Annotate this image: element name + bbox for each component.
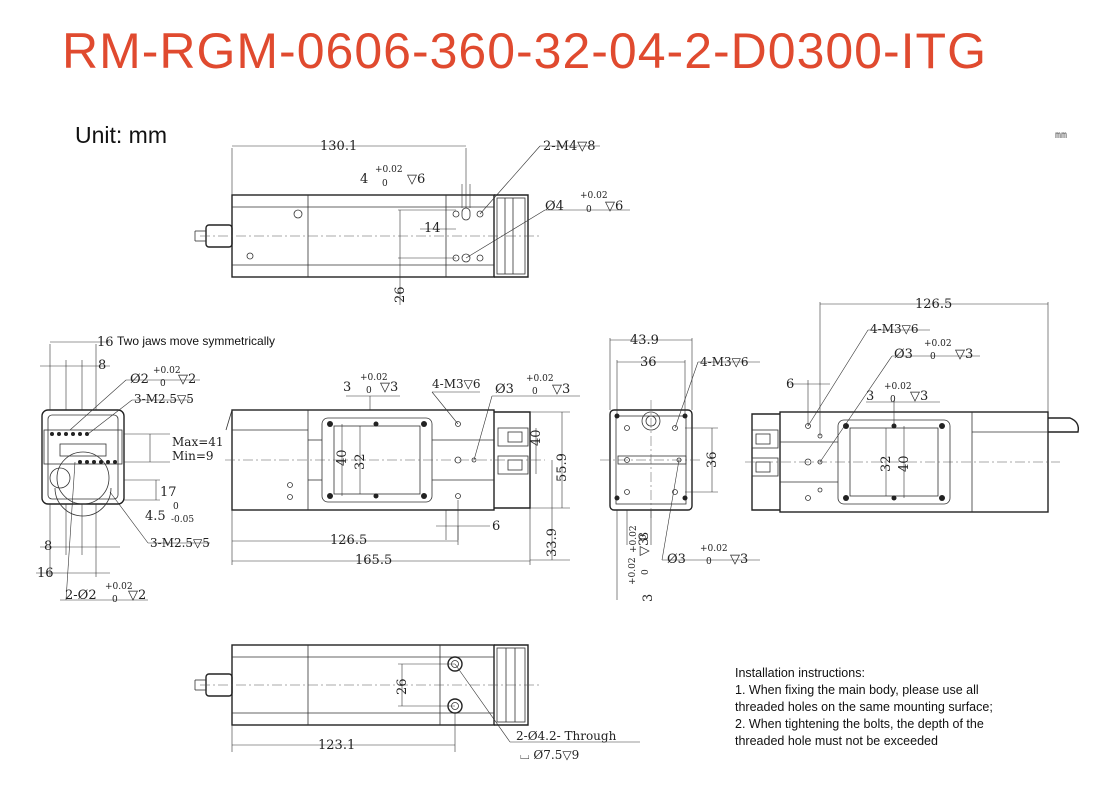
end-dim-3-tol-low: 0 — [641, 569, 651, 575]
top-pin-depth: ▽6 — [407, 172, 425, 187]
front-dim-126-5: 126.5 — [330, 533, 367, 548]
right-dim-6: 6 — [786, 377, 794, 392]
side-dim-4-5: 4.5 — [145, 509, 166, 524]
jaws-note: Two jaws move symmetrically — [117, 334, 276, 348]
side-dim-16-b: 16 — [37, 566, 54, 581]
front-slot-tol: +0.02 — [360, 373, 388, 383]
front-dim-6: 6 — [492, 519, 500, 534]
front-thread-dim: 4-M3▽6 — [432, 377, 480, 391]
front-bore-tol-low: 0 — [532, 387, 538, 397]
front-slot-depth: ▽3 — [380, 380, 398, 395]
bottom-height-dim: 26 — [395, 678, 410, 695]
front-bore-dim: Ø3 — [495, 382, 514, 397]
corner-unit-mark: mm — [1055, 130, 1068, 141]
front-slot-tol-low: 0 — [366, 386, 372, 396]
top-bore-depth: ▽6 — [605, 199, 623, 214]
top-pin-tol-low: 0 — [382, 179, 388, 189]
side-pin-b-depth: ▽2 — [128, 588, 146, 603]
front-bore-tol: +0.02 — [526, 374, 554, 384]
side-view: 16 8 Ø2 +0.02 0 ▽2 3-M2.5▽5 Max=41 Min=9… — [36, 335, 224, 605]
front-dim-40: 40 — [335, 449, 350, 466]
right-bore-tol-low: 0 — [930, 352, 936, 362]
side-stroke-max: Max=41 — [172, 435, 224, 449]
front-dim-40-r: 40 — [529, 429, 544, 446]
side-pin-tol-low: 0 — [160, 379, 166, 389]
end-bore-dim: Ø3 — [667, 552, 686, 567]
side-dim-8: 8 — [98, 358, 106, 373]
right-bore-depth: ▽3 — [955, 347, 973, 362]
installation-line: 2. When tightening the bolts, the depth … — [735, 717, 984, 731]
right-bore-tol: +0.02 — [924, 339, 952, 349]
end-slot-dim: 3 — [637, 532, 652, 540]
front-view: 3 +0.02 0 ▽3 4-M3▽6 Ø3 +0.02 0 ▽3 40 32 … — [225, 373, 580, 568]
bottom-counterbore-dim: ⌴ Ø7.5▽9 — [520, 748, 579, 762]
front-dim-33-9: 33.9 — [545, 528, 560, 557]
right-slot-tol-low: 0 — [890, 395, 896, 405]
side-thread-bottom: 3-M2.5▽5 — [150, 536, 210, 550]
installation-instructions: Installation instructions: 1. When fixin… — [735, 665, 1035, 750]
installation-line: threaded hole must not be exceeded — [735, 734, 938, 748]
right-slot-dim: 3 — [866, 389, 874, 404]
end-thread-dim: 4-M3▽6 — [700, 355, 748, 369]
top-length-dim: 130.1 — [320, 139, 357, 154]
right-dim-32: 32 — [879, 455, 894, 472]
end-bore-depth: ▽3 — [730, 552, 748, 567]
side-pin-b-dim: 2-Ø2 — [65, 588, 97, 603]
top-bore-tol: +0.02 — [580, 191, 608, 201]
top-pin-hole-dim: 4 — [360, 172, 368, 187]
side-pin-tol: +0.02 — [153, 366, 181, 376]
side-dim-4-5-tol-low: -0.05 — [171, 515, 194, 525]
end-bore-tol-low: 0 — [706, 557, 712, 567]
top-thread-dim: 2-M4▽8 — [543, 139, 596, 154]
side-dim-16: 16 — [97, 335, 114, 350]
page-title: RM-RGM-0606-360-32-04-2-D0300-ITG — [62, 23, 987, 79]
end-slot-depth: ▽3 — [637, 538, 652, 556]
side-thread-top: 3-M2.5▽5 — [134, 392, 194, 406]
end-slot-tol-low: 0 — [639, 534, 649, 540]
bottom-length-dim: 123.1 — [318, 738, 355, 753]
right-bore-dim: Ø3 — [894, 347, 913, 362]
side-pin-b-tol: +0.02 — [105, 582, 133, 592]
right-slot-depth: ▽3 — [910, 389, 928, 404]
side-pin-dim: Ø2 — [130, 372, 149, 387]
end-width-dim: 43.9 — [630, 333, 659, 348]
installation-line: 1. When fixing the main body, please use… — [735, 683, 979, 697]
top-height-dim: 26 — [393, 286, 408, 303]
unit-label: Unit: mm — [75, 122, 167, 148]
top-bore-dim: Ø4 — [545, 199, 564, 214]
end-height-dim: 36 — [705, 451, 720, 468]
side-dim-8-b: 8 — [44, 539, 52, 554]
side-dim-17: 17 — [160, 485, 177, 500]
end-inner-dim: 36 — [640, 355, 657, 370]
installation-line: threaded holes on the same mounting surf… — [735, 700, 993, 714]
right-length-dim: 126.5 — [915, 297, 952, 312]
end-dim-3-tol: +0.02 — [628, 557, 638, 585]
side-pin-depth: ▽2 — [178, 372, 196, 387]
top-pin-tol: +0.02 — [375, 165, 403, 175]
right-slot-tol: +0.02 — [884, 382, 912, 392]
top-view: 130.1 4 +0.02 0 ▽6 2-M4▽8 Ø4 +0.02 0 ▽6 … — [194, 139, 630, 305]
right-thread-dim: 4-M3▽6 — [870, 322, 918, 336]
bottom-through-dim: 2-Ø4.2- Through — [516, 729, 617, 743]
side-pin-b-tol-low: 0 — [112, 595, 118, 605]
bottom-view: 26 123.1 2-Ø4.2- Through ⌴ Ø7.5▽9 — [194, 644, 640, 762]
installation-heading: Installation instructions: — [735, 666, 865, 680]
front-dim-32: 32 — [353, 453, 368, 470]
end-dim-3: 3 — [641, 594, 656, 602]
right-dim-40: 40 — [897, 455, 912, 472]
right-view: 126.5 4-M3▽6 Ø3 +0.02 0 ▽3 6 3 +0.02 0 ▽… — [745, 297, 1080, 513]
end-slot-tol: +0.02 — [629, 525, 639, 553]
top-bore-tol-low: 0 — [586, 205, 592, 215]
end-view: 43.9 36 4-M3▽6 36 3 +0.02 0 ▽3 Ø3 +0.02 … — [600, 333, 760, 602]
front-bore-depth: ▽3 — [552, 382, 570, 397]
front-dim-165-5: 165.5 — [355, 553, 392, 568]
side-stroke-min: Min=9 — [172, 449, 214, 463]
end-bore-tol: +0.02 — [700, 544, 728, 554]
front-slot-dim: 3 — [343, 380, 351, 395]
side-dim-4-5-tol: 0 — [173, 502, 179, 512]
front-dim-55-9: 55.9 — [555, 453, 570, 482]
top-spacing-dim: 14 — [424, 221, 441, 236]
